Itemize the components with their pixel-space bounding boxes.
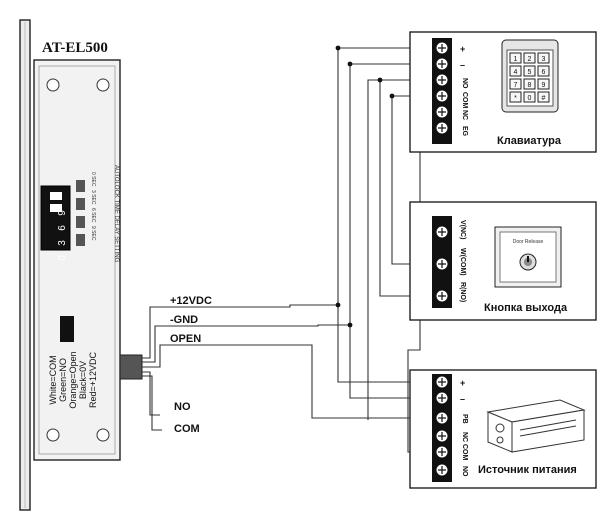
wire-legend: Red=+12VDC Black=0V Orange=Open Green=NO… — [48, 351, 98, 408]
svg-text:Green=NO: Green=NO — [58, 358, 68, 402]
junction-dots — [335, 45, 395, 328]
exit-button-device — [409, 201, 597, 321]
hand-icon — [527, 256, 529, 262]
keypad-key[interactable] — [509, 78, 522, 90]
wire-label-no: NO — [174, 401, 191, 413]
wire-label-com: COM — [174, 423, 200, 435]
keypad-key[interactable] — [523, 65, 536, 77]
power-supply-box — [486, 399, 586, 453]
keypad-caption: Клавиатура — [497, 135, 562, 147]
svg-text:Red=+12VDC: Red=+12VDC — [88, 351, 98, 408]
keypad-key[interactable] — [523, 52, 536, 64]
keypad-keys: 1 2 3 4 5 6 7 8 9 * 0 # — [509, 52, 550, 103]
svg-text:NO: NO — [461, 466, 468, 477]
timer-setting-boxes — [76, 180, 85, 246]
keypad-key[interactable] — [509, 65, 522, 77]
timer-caption-group: AUTOLOCK TIME DELAY SETTING — [113, 165, 119, 263]
svg-text:+: + — [460, 44, 465, 54]
exit-button-caption: Кнопка выхода — [484, 302, 568, 314]
svg-text:W(COM): W(COM) — [459, 248, 466, 276]
power-supply-device — [409, 369, 597, 489]
dip-digits: 0 3 6 9 — [57, 210, 68, 261]
keypad-key-label: * — [514, 95, 517, 102]
timer-settings: 0 SEC 3 SEC 6 SEC 9 SEC — [90, 172, 96, 241]
svg-text:0 SEC: 0 SEC — [90, 172, 96, 187]
keypad-key[interactable] — [523, 91, 536, 103]
keypad-terminal-labels: + – NO COM NC EG — [460, 44, 468, 137]
svg-text:White=COM: White=COM — [48, 355, 58, 404]
power-supply-caption: Источник питания — [478, 464, 577, 476]
svg-text:NC: NC — [461, 110, 468, 120]
keypad-key-label: 0 — [528, 95, 532, 102]
lock-wires — [142, 47, 432, 431]
svg-text:9 SEC: 9 SEC — [90, 226, 96, 241]
lock-unit — [19, 19, 143, 511]
keypad-key-label: 9 — [542, 82, 546, 89]
keypad-device: 1 2 3 4 5 6 7 8 9 * 0 # — [409, 31, 597, 153]
svg-text:Black=0V: Black=0V — [78, 361, 88, 399]
svg-text:0: 0 — [57, 255, 68, 261]
keypad-key[interactable] — [509, 52, 522, 64]
wire-label-12vdc: +12VDC — [170, 295, 212, 307]
keypad-key[interactable] — [537, 52, 550, 64]
keypad-key-label: 6 — [542, 69, 546, 76]
keypad-key-label: 4 — [514, 69, 518, 76]
keypad-key-label: 5 — [528, 69, 532, 76]
keypad-key[interactable] — [537, 65, 550, 77]
svg-text:NO: NO — [461, 78, 468, 89]
svg-text:PB: PB — [461, 414, 468, 424]
svg-text:Orange=Open: Orange=Open — [68, 351, 78, 408]
svg-text:–: – — [460, 60, 465, 70]
svg-text:3: 3 — [57, 240, 68, 246]
power-terminal-labels: + – PB NC COM NO — [460, 378, 468, 477]
wire-label-open: OPEN — [170, 333, 201, 345]
keypad-key[interactable] — [523, 78, 536, 90]
timer-caption: AUTOLOCK TIME DELAY SETTING — [113, 165, 119, 263]
svg-text:COM: COM — [461, 444, 468, 461]
keypad-key-label: 1 — [514, 56, 518, 63]
keypad-key-label: # — [542, 95, 546, 102]
svg-text:EG: EG — [461, 126, 468, 137]
exit-terminal-labels: V(NC) W(COM) R(NO) — [459, 220, 466, 302]
keypad-key-label: 3 — [542, 56, 546, 63]
svg-text:+: + — [460, 378, 465, 388]
svg-text:3 SEC: 3 SEC — [90, 190, 96, 205]
wire-harness — [119, 354, 143, 380]
lock-chip — [60, 316, 74, 342]
keypad-key[interactable] — [537, 78, 550, 90]
keypad-key[interactable] — [509, 91, 522, 103]
svg-text:6 SEC: 6 SEC — [90, 208, 96, 223]
svg-text:–: – — [460, 394, 465, 404]
svg-text:6: 6 — [57, 225, 68, 231]
door-release-label: Door Release — [513, 239, 544, 245]
keypad-key-label: 7 — [514, 82, 518, 89]
wire-label-gnd: -GND — [170, 314, 198, 326]
lock-title: AT-EL500 — [42, 40, 108, 56]
svg-text:9: 9 — [57, 210, 68, 216]
keypad-key-label: 8 — [528, 82, 532, 89]
svg-text:V(NC): V(NC) — [459, 220, 466, 239]
svg-text:COM: COM — [461, 92, 468, 109]
svg-text:R(NO): R(NO) — [459, 282, 466, 302]
svg-text:NC: NC — [461, 432, 468, 442]
keypad-key-label: 2 — [528, 56, 532, 63]
keypad-key[interactable] — [537, 91, 550, 103]
